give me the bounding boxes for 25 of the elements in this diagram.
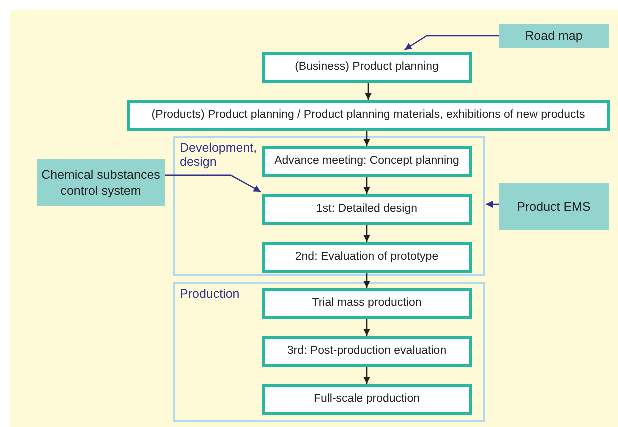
process-box: 1st: Detailed design <box>262 194 472 225</box>
phase-group <box>173 136 485 276</box>
arrow <box>364 131 370 146</box>
process-box: 3rd: Post-production evaluation <box>262 336 472 367</box>
arrow <box>364 177 370 194</box>
arrow <box>486 201 499 208</box>
phase-group <box>173 282 485 422</box>
arrow <box>364 273 370 288</box>
phase-heading: Development, design <box>180 141 258 169</box>
input-box: Chemical substances control system <box>37 159 165 206</box>
process-box: 2nd: Evaluation of prototype <box>262 242 472 273</box>
arrow <box>364 319 370 336</box>
arrow <box>165 174 262 193</box>
process-box: Full-scale production <box>262 384 472 415</box>
input-box: Product EMS <box>499 183 609 230</box>
arrow <box>364 225 370 242</box>
process-box: Advance meeting: Concept planning <box>262 146 472 177</box>
arrow <box>364 367 370 384</box>
process-box: Trial mass production <box>262 288 472 319</box>
input-box: Road map <box>499 24 609 48</box>
process-box: (Business) Product planning <box>262 52 472 83</box>
arrow <box>365 83 372 100</box>
phase-heading: Production <box>180 287 241 301</box>
arrow <box>404 35 499 51</box>
process-box: (Products) Product planning / Product planning materials, exhibitions of new products <box>127 100 610 131</box>
